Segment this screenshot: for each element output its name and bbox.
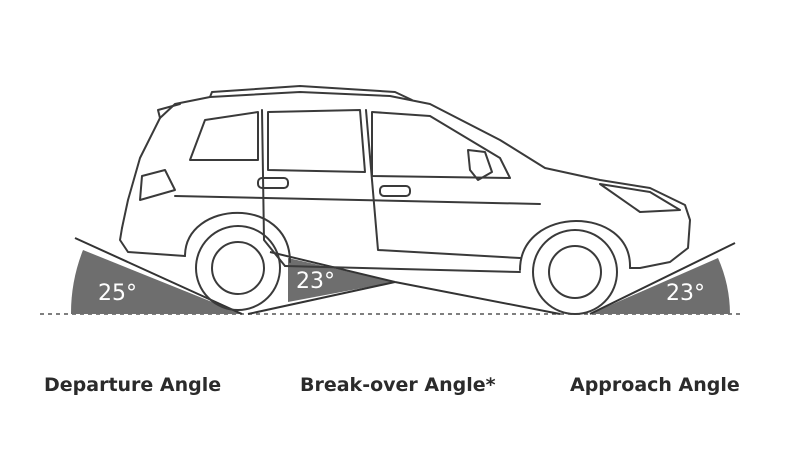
departure-angle-label: Departure Angle <box>44 374 222 396</box>
approach-angle-label: Approach Angle <box>570 374 740 396</box>
breakover-angle-wedge: 23° <box>247 251 561 315</box>
departure-angle-value: 25° <box>98 281 137 306</box>
approach-angle-wedge: 23° <box>589 242 736 315</box>
breakover-angle-value: 23° <box>296 269 335 294</box>
approach-angle-value: 23° <box>666 281 705 306</box>
departure-angle-wedge: 25° <box>70 237 243 315</box>
breakover-angle-label: Break-over Angle* <box>300 374 496 396</box>
suv-drawing <box>119 85 691 315</box>
